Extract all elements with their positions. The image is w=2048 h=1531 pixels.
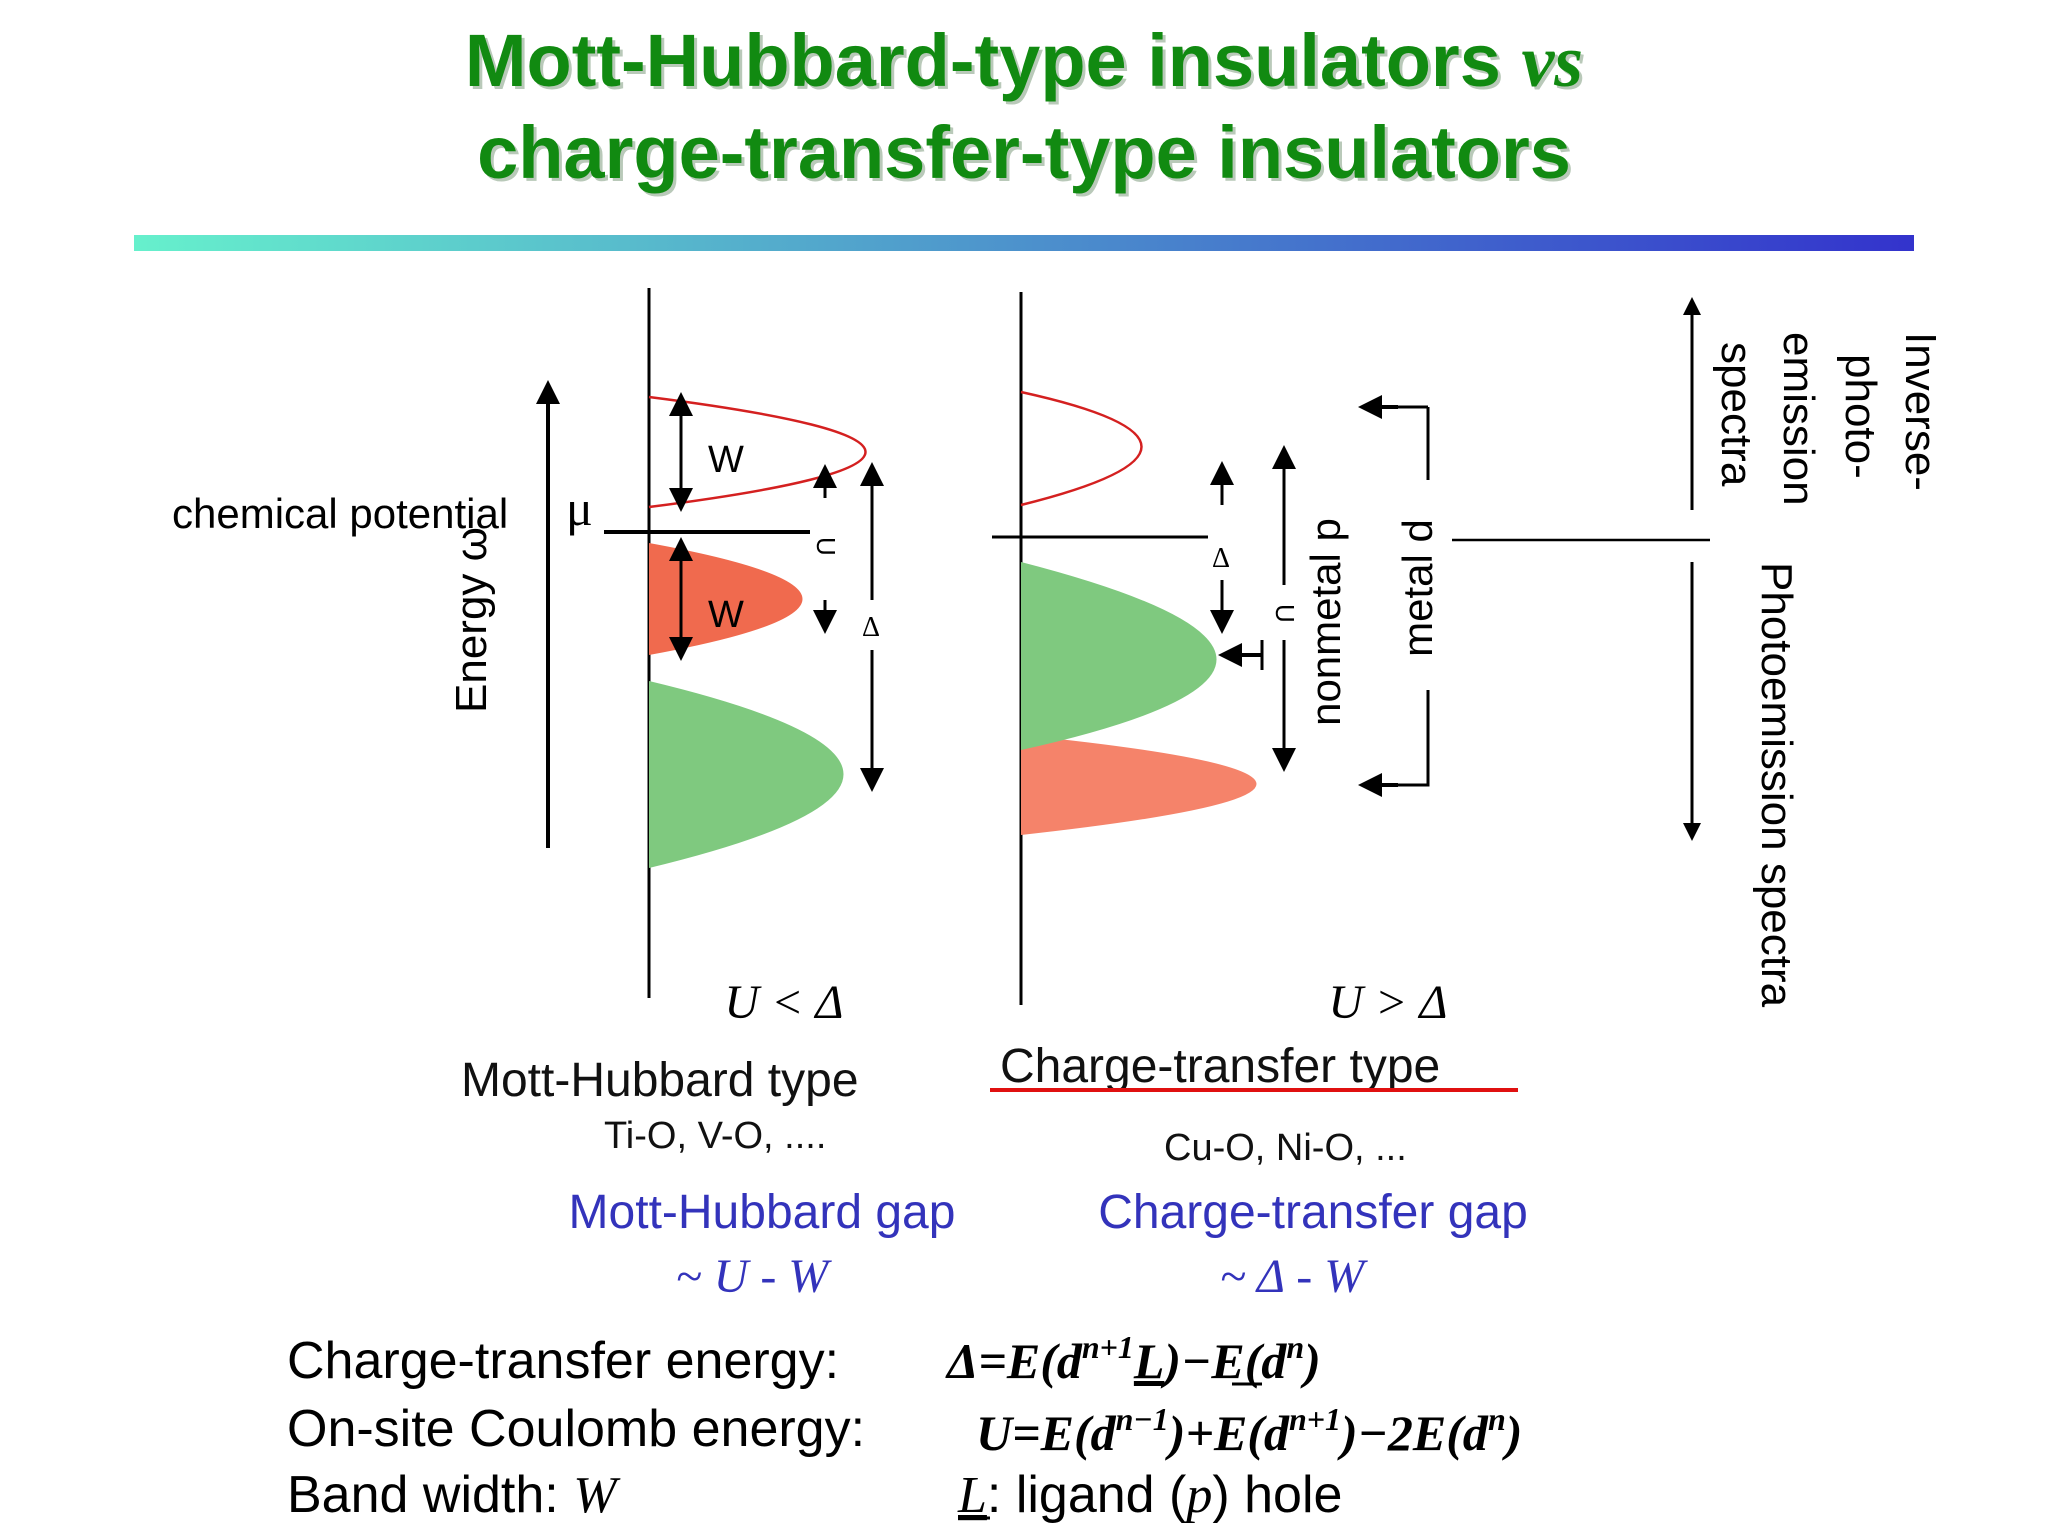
right-lower-metal-d-band [1021,735,1257,835]
coulomb-part-4: ) [1502,1405,1523,1461]
photoemission-label: Photoemission spectra [1752,562,1801,1008]
left-w-label-upper: W [708,439,744,481]
coulomb-energy-label: On-site Coulomb energy: [287,1400,865,1458]
title-vs: vs [1521,21,1584,103]
left-type-label: Mott-Hubbard type [461,1054,859,1107]
energy-axis-label: Energy ω [447,527,496,713]
slide-title-line-1: Mott-Hubbard-type insulators vs [0,18,2048,105]
right-gap-formula: ~ Δ - W [1220,1250,1368,1303]
inverse-line-1: Inverse- [1896,332,1945,491]
left-condition: U < Δ [724,976,843,1029]
coulomb-part-3: )−2E(d [1337,1405,1489,1461]
title-main: Mott-Hubbard-type insulators [464,19,1501,102]
title-divider-bar [134,235,1914,251]
right-examples: Cu-O, Ni-O, ... [1164,1127,1407,1169]
coulomb-part-1: U=E(d [976,1405,1117,1461]
chemical-potential-label: chemical potential [172,490,508,537]
mu-symbol: μ [566,480,593,536]
bandwidth-label-text: Band width: [287,1466,559,1524]
right-nonmetal-p-band [1021,562,1217,750]
right-delta-label: Δ [1212,543,1230,574]
coulomb-sup-2: n+1 [1289,1401,1341,1437]
ligand-note-end: ) hole [1212,1466,1342,1524]
left-w-label-lower: W [708,594,744,636]
left-upper-hubbard-band [648,395,867,509]
metal-d-label: metal d [1394,519,1441,657]
left-delta-label: Δ [862,612,880,643]
metal-d-label-mask [1398,480,1450,690]
ct-formula-sup-1: n+1 [1082,1329,1134,1365]
ct-formula-ligand: L [1133,1333,1165,1389]
left-gap-formula: ~ U - W [676,1250,833,1303]
ct-formula-part-2: )−E(d [1160,1333,1287,1389]
right-type-label: Charge-transfer type [1000,1040,1440,1093]
ct-formula-sup-2: n [1286,1329,1304,1365]
left-gap-name: Mott-Hubbard gap [569,1186,956,1239]
bandwidth-symbol: W [573,1467,621,1524]
ct-formula-part-3: ) [1300,1333,1321,1389]
right-condition: U > Δ [1328,976,1447,1029]
right-gap-name: Charge-transfer gap [1098,1186,1528,1239]
right-upper-metal-d-band [1020,390,1143,507]
inverse-photoemission-label: Inverse- photo- emission spectra [1712,332,1945,506]
ligand-hole-note: L: ligand (p) hole [957,1466,1342,1524]
right-u-label: U [1270,604,1300,623]
inverse-line-3: emission [1774,332,1823,506]
ligand-note-text: : ligand ( [987,1466,1187,1524]
ligand-note-symbol: L [957,1467,987,1524]
ct-energy-label: Charge-transfer energy: [287,1332,839,1390]
bandwidth-label: Band width: W [287,1466,621,1524]
ligand-note-p: p [1182,1467,1212,1524]
inverse-line-2: photo- [1836,354,1885,479]
left-examples: Ti-O, V-O, .... [604,1115,826,1157]
inverse-line-4: spectra [1712,342,1761,487]
nonmetal-p-label: nonmetal p [1302,518,1349,726]
left-u-label: U [811,537,841,556]
coulomb-part-2: )+E(d [1165,1405,1290,1461]
left-ligand-p-band [649,681,844,868]
slide-title-line-2: charge-transfer-type insulators [477,111,1571,194]
ct-formula-part-1: Δ=E(d [945,1333,1083,1389]
ct-energy-formula: Δ=E(dn+1L)−E(dn) [945,1329,1321,1389]
coulomb-sup-1: n−1 [1116,1401,1169,1437]
coulomb-sup-3: n [1488,1401,1506,1437]
coulomb-energy-formula: U=E(dn−1)+E(dn+1)−2E(dn) [976,1401,1522,1461]
